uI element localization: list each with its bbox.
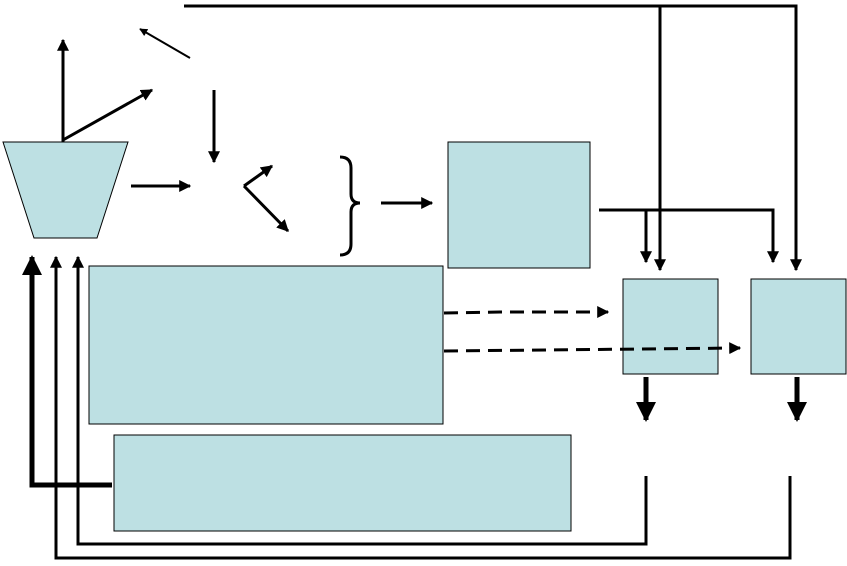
top-feed-line: [184, 4, 802, 272]
recycle-from-left-box: [72, 255, 648, 546]
recycle-from-right-box: [50, 255, 792, 560]
box-small-left: [622, 278, 719, 375]
arrow-diagonal-from-vessel: [62, 88, 154, 142]
recycle-from-bottom-box: [22, 255, 112, 488]
dashed-arrow-to-left-box: [443, 306, 610, 318]
box-large-left: [88, 265, 444, 425]
right-curly-brace: [339, 155, 361, 257]
arrow-split-down: [242, 184, 290, 233]
arrow-split-up: [243, 164, 273, 188]
box-upper-middle: [447, 141, 591, 269]
trapezoid-vessel: [2, 141, 129, 239]
upper-box-output-line: [599, 208, 779, 264]
box-bottom-wide: [113, 434, 572, 532]
arrow-upleft-small: [139, 28, 191, 59]
dashed-arrow-to-right-box: [443, 342, 742, 355]
box-small-right: [750, 278, 847, 375]
